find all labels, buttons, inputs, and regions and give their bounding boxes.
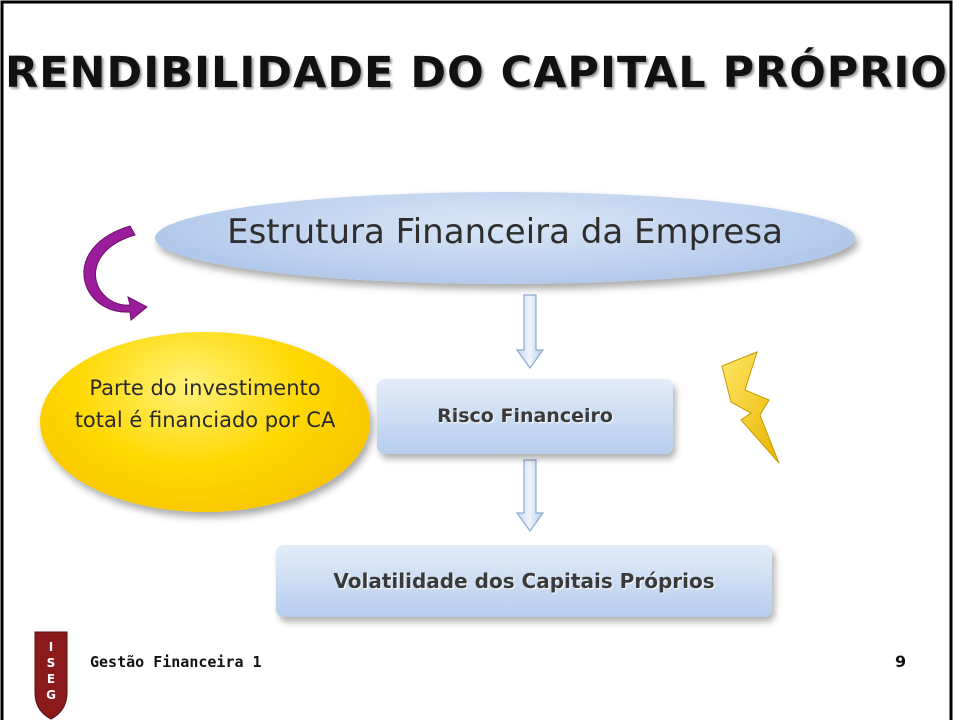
structure-node-label: Estrutura Financeira da Empresa — [227, 212, 783, 252]
down-arrow-icon — [515, 459, 545, 533]
note-ellipse: Parte do investimento total é financiado… — [40, 332, 370, 512]
svg-text:E: E — [47, 672, 55, 686]
slide-title: RENDIBILIDADE DO CAPITAL PRÓPRIO — [5, 48, 948, 98]
curved-arrow-icon — [83, 225, 148, 321]
svg-text:I: I — [49, 640, 53, 654]
page-number: 9 — [895, 652, 907, 671]
down-arrow-icon — [515, 294, 545, 370]
footer-label: Gestão Financeira 1 — [90, 653, 262, 671]
svg-text:S: S — [47, 656, 56, 670]
svg-text:G: G — [46, 688, 56, 702]
lightning-bolt-icon — [721, 351, 780, 464]
structure-node: Estrutura Financeira da Empresa — [155, 192, 855, 284]
note-line-2: total é financiado por CA — [74, 408, 336, 432]
note-line-1: Parte do investimento — [89, 376, 321, 400]
iseg-logo: I S E G — [34, 631, 68, 720]
volatility-node-label: Volatilidade dos Capitais Próprios — [333, 569, 715, 593]
volatility-node: Volatilidade dos Capitais Próprios — [276, 545, 772, 617]
risk-node: Risco Financeiro — [377, 379, 673, 454]
risk-node-label: Risco Financeiro — [437, 405, 613, 427]
